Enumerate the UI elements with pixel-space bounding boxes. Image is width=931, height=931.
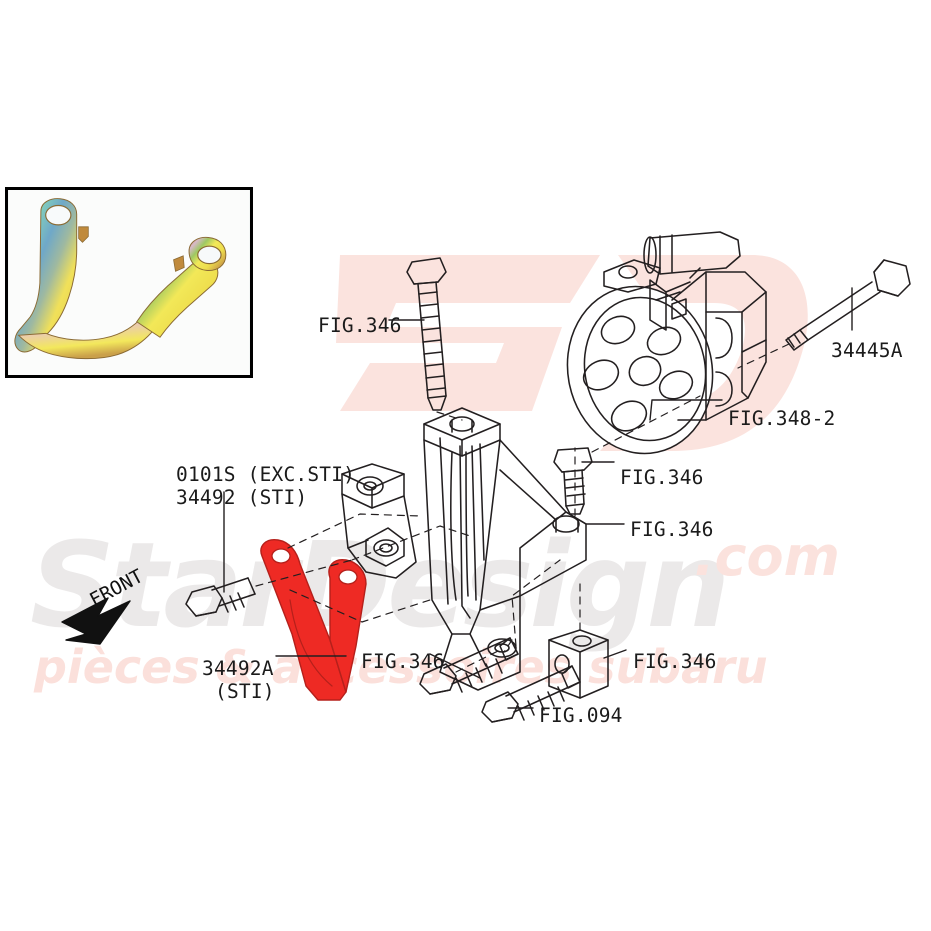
label-fig348-2: FIG.348-2 [728,407,836,430]
label-fig346-pump: FIG.346 [620,466,704,489]
bracket-photo-illustration [8,190,250,375]
label-part-0101s: 0101S (EXC.STI) [176,463,356,486]
mounting-bracket-main [341,407,587,691]
inset-photo-bracket [5,187,253,378]
label-fig346-lower: FIG.346 [361,650,445,673]
label-part-34492a: 34492A [202,657,274,680]
label-part-34492: 34492 (STI) [176,486,308,509]
label-part-34492a-sti: (STI) [215,680,275,703]
bolt-fig346-lower [419,637,519,695]
label-fig346-top: FIG.346 [318,314,402,337]
front-direction-arrow [61,597,131,645]
label-fig094: FIG.094 [539,704,623,727]
bolt-fig346-pump [553,447,593,515]
bracket-34492a-highlighted [260,539,367,701]
bolt-0101s-34492 [185,577,256,617]
power-steering-pump [566,231,767,455]
assembly-dashed-lines [255,343,790,673]
leader-lines [223,287,853,709]
watermark-brand-tld: .com [694,525,840,588]
label-fig346-collar: FIG.346 [633,650,717,673]
label-fig346-bracket: FIG.346 [630,518,714,541]
spacer-collar-fig346 [548,629,609,699]
bolt-34445a [785,259,911,351]
bolt-fig346-long [406,257,447,411]
label-part-34445a: 34445A [831,339,903,362]
